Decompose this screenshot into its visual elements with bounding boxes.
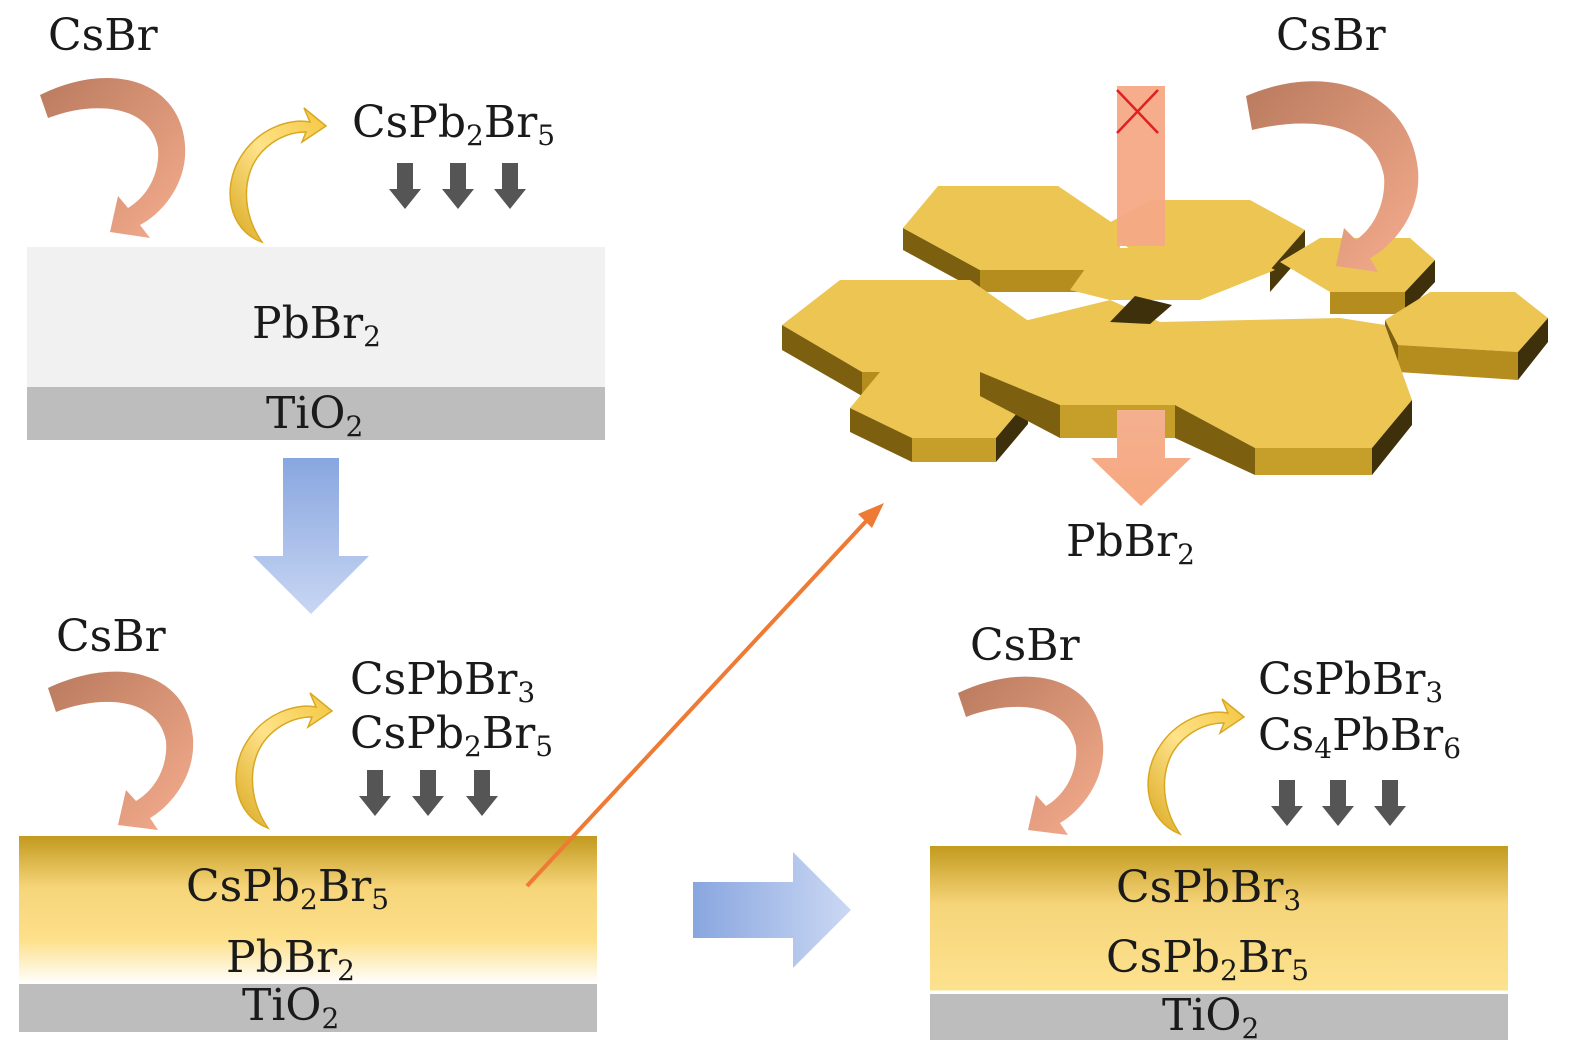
process-step-right-arrow-icon	[693, 852, 851, 968]
cspbbr3-layer-label: CsPbBr3	[1116, 862, 1301, 917]
product-label-cspb2br5: CsPb2Br5	[352, 97, 555, 152]
csbr-incoming-arrow-icon	[958, 676, 1104, 835]
process-step-down-arrow-icon	[253, 458, 369, 614]
pbbr2-layer	[27, 247, 605, 387]
reagent-label-csbr: CsBr	[48, 10, 159, 61]
blocked-csbr-entry-arrow-icon	[1117, 86, 1165, 246]
deposition-arrows-icon	[1271, 780, 1406, 826]
zoom-connector-arrow-icon	[525, 503, 884, 888]
deposition-arrows-icon	[389, 163, 526, 209]
cspb2br5-release-arrow-icon	[229, 107, 328, 244]
blocked-cross-icon	[1116, 89, 1159, 134]
product-label-cspb2br5: CsPb2Br5	[350, 708, 553, 763]
cspbbr3-cspb2br5-layer	[930, 846, 1508, 992]
cspb2br5-release-arrow-icon	[235, 692, 334, 830]
tio2-layer-label: TiO2	[1162, 990, 1259, 1045]
pbbr2-release-arrow-icon	[1091, 410, 1191, 506]
csbr-incoming-arrow-icon	[40, 77, 186, 238]
product-label-cspbbr3: CsPbBr3	[1258, 654, 1443, 709]
product-label-cspbbr3: CsPbBr3	[350, 654, 535, 709]
csbr-incoming-arrow-icon	[48, 671, 194, 830]
deposition-arrows-icon	[359, 770, 498, 816]
panel-initial-pbbr2-film: CsBr CsPb2Br5 PbBr2 TiO2	[27, 10, 605, 443]
cspbbr3-release-arrow-icon	[1147, 698, 1246, 836]
tio2-layer-label: TiO2	[242, 980, 339, 1035]
reagent-label-csbr: CsBr	[970, 620, 1081, 671]
cspb2br5-layer-label: CsPb2Br5	[186, 861, 389, 916]
reagent-label-csbr: CsBr	[56, 611, 167, 662]
tio2-layer-label: TiO2	[266, 388, 363, 443]
panel-intermediate-film: CsBr CsPbBr3 CsPb2Br5 CsPb2Br5 PbBr2 TiO…	[19, 611, 597, 1035]
reagent-label-csbr: CsBr	[1276, 10, 1387, 61]
pbbr2-layer-label: PbBr2	[226, 932, 355, 987]
cspb2br5-layer-label: CsPb2Br5	[1106, 932, 1309, 987]
tio2-substrate-layer	[930, 994, 1508, 1040]
product-label-cs4pbbr6: Cs4PbBr6	[1258, 710, 1461, 765]
cspb2br5-pbbr2-layer	[19, 836, 597, 984]
pbbr2-layer-label: PbBr2	[252, 298, 381, 353]
csbr-incoming-arrow-icon	[1246, 81, 1419, 272]
tio2-substrate-layer	[27, 387, 605, 440]
panel-hexagonal-crystal-zoom: CsBr	[782, 10, 1548, 571]
pbbr2-release-label: PbBr2	[1066, 516, 1195, 571]
tio2-substrate-layer	[19, 984, 597, 1032]
panel-final-film: CsBr CsPbBr3 Cs4PbBr6 CsPbBr3 CsPb2Br5 T…	[930, 620, 1508, 1045]
